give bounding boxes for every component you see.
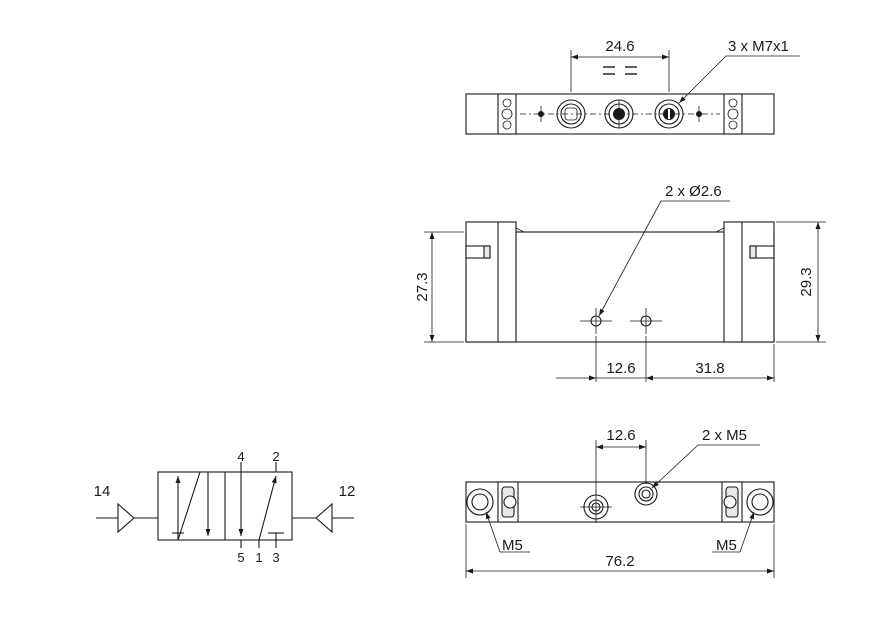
top-pitch-dim: 24.6	[605, 38, 634, 55]
bottom-overall-length: 76.2	[605, 553, 634, 570]
bottom-port-right	[746, 488, 774, 516]
top-left-cap	[497, 93, 517, 135]
bottom-port-left	[466, 488, 494, 516]
symbol-port-3: 3	[272, 550, 279, 565]
symbol-port-1: 1	[255, 550, 262, 565]
front-left-cap	[465, 221, 517, 343]
bottom-port-center-1	[580, 491, 612, 523]
top-port-1	[556, 99, 586, 129]
symbol-port-5: 5	[237, 550, 244, 565]
front-body	[465, 231, 775, 343]
bottom-port-center-2	[634, 482, 658, 506]
symbol-pilot-12: 12	[339, 483, 356, 500]
bottom-view: 12.6 2 x M5 M5 M5 76.2	[465, 427, 775, 578]
symbol-port-2: 2	[272, 449, 279, 464]
front-right-cap	[723, 221, 775, 343]
bottom-hole-spacing: 12.6	[606, 427, 635, 444]
equal-spacing-marks	[603, 66, 637, 75]
top-view: 24.6 3 x M7x1	[465, 38, 800, 135]
front-height-left: 27.3	[414, 272, 431, 301]
valve-symbol: 14 12 4 2 5 1 3	[94, 449, 356, 565]
front-hole-2	[630, 308, 662, 334]
front-hole-spacing: 12.6	[606, 360, 635, 377]
bottom-right-port-label: M5	[716, 537, 737, 554]
front-height-right: 29.3	[798, 267, 815, 296]
symbol-pilot-14: 14	[94, 483, 111, 500]
top-cap-screws	[501, 98, 739, 130]
bottom-left-port-label: M5	[502, 537, 523, 554]
bottom-thread-label: 2 x M5	[702, 427, 747, 444]
top-thread-label: 3 x M7x1	[728, 38, 789, 55]
symbol-port-4: 4	[237, 449, 244, 464]
top-right-cap	[723, 93, 743, 135]
front-hole-label: 2 x Ø2.6	[665, 183, 722, 200]
front-view: 2 x Ø2.6 27.3 29.3 12.6 31.8	[414, 183, 826, 382]
front-hole-1	[580, 308, 612, 334]
top-port-2	[604, 99, 634, 129]
top-port-3	[654, 99, 684, 129]
top-mount-marks	[538, 106, 702, 122]
front-hole-offset: 31.8	[695, 360, 724, 377]
